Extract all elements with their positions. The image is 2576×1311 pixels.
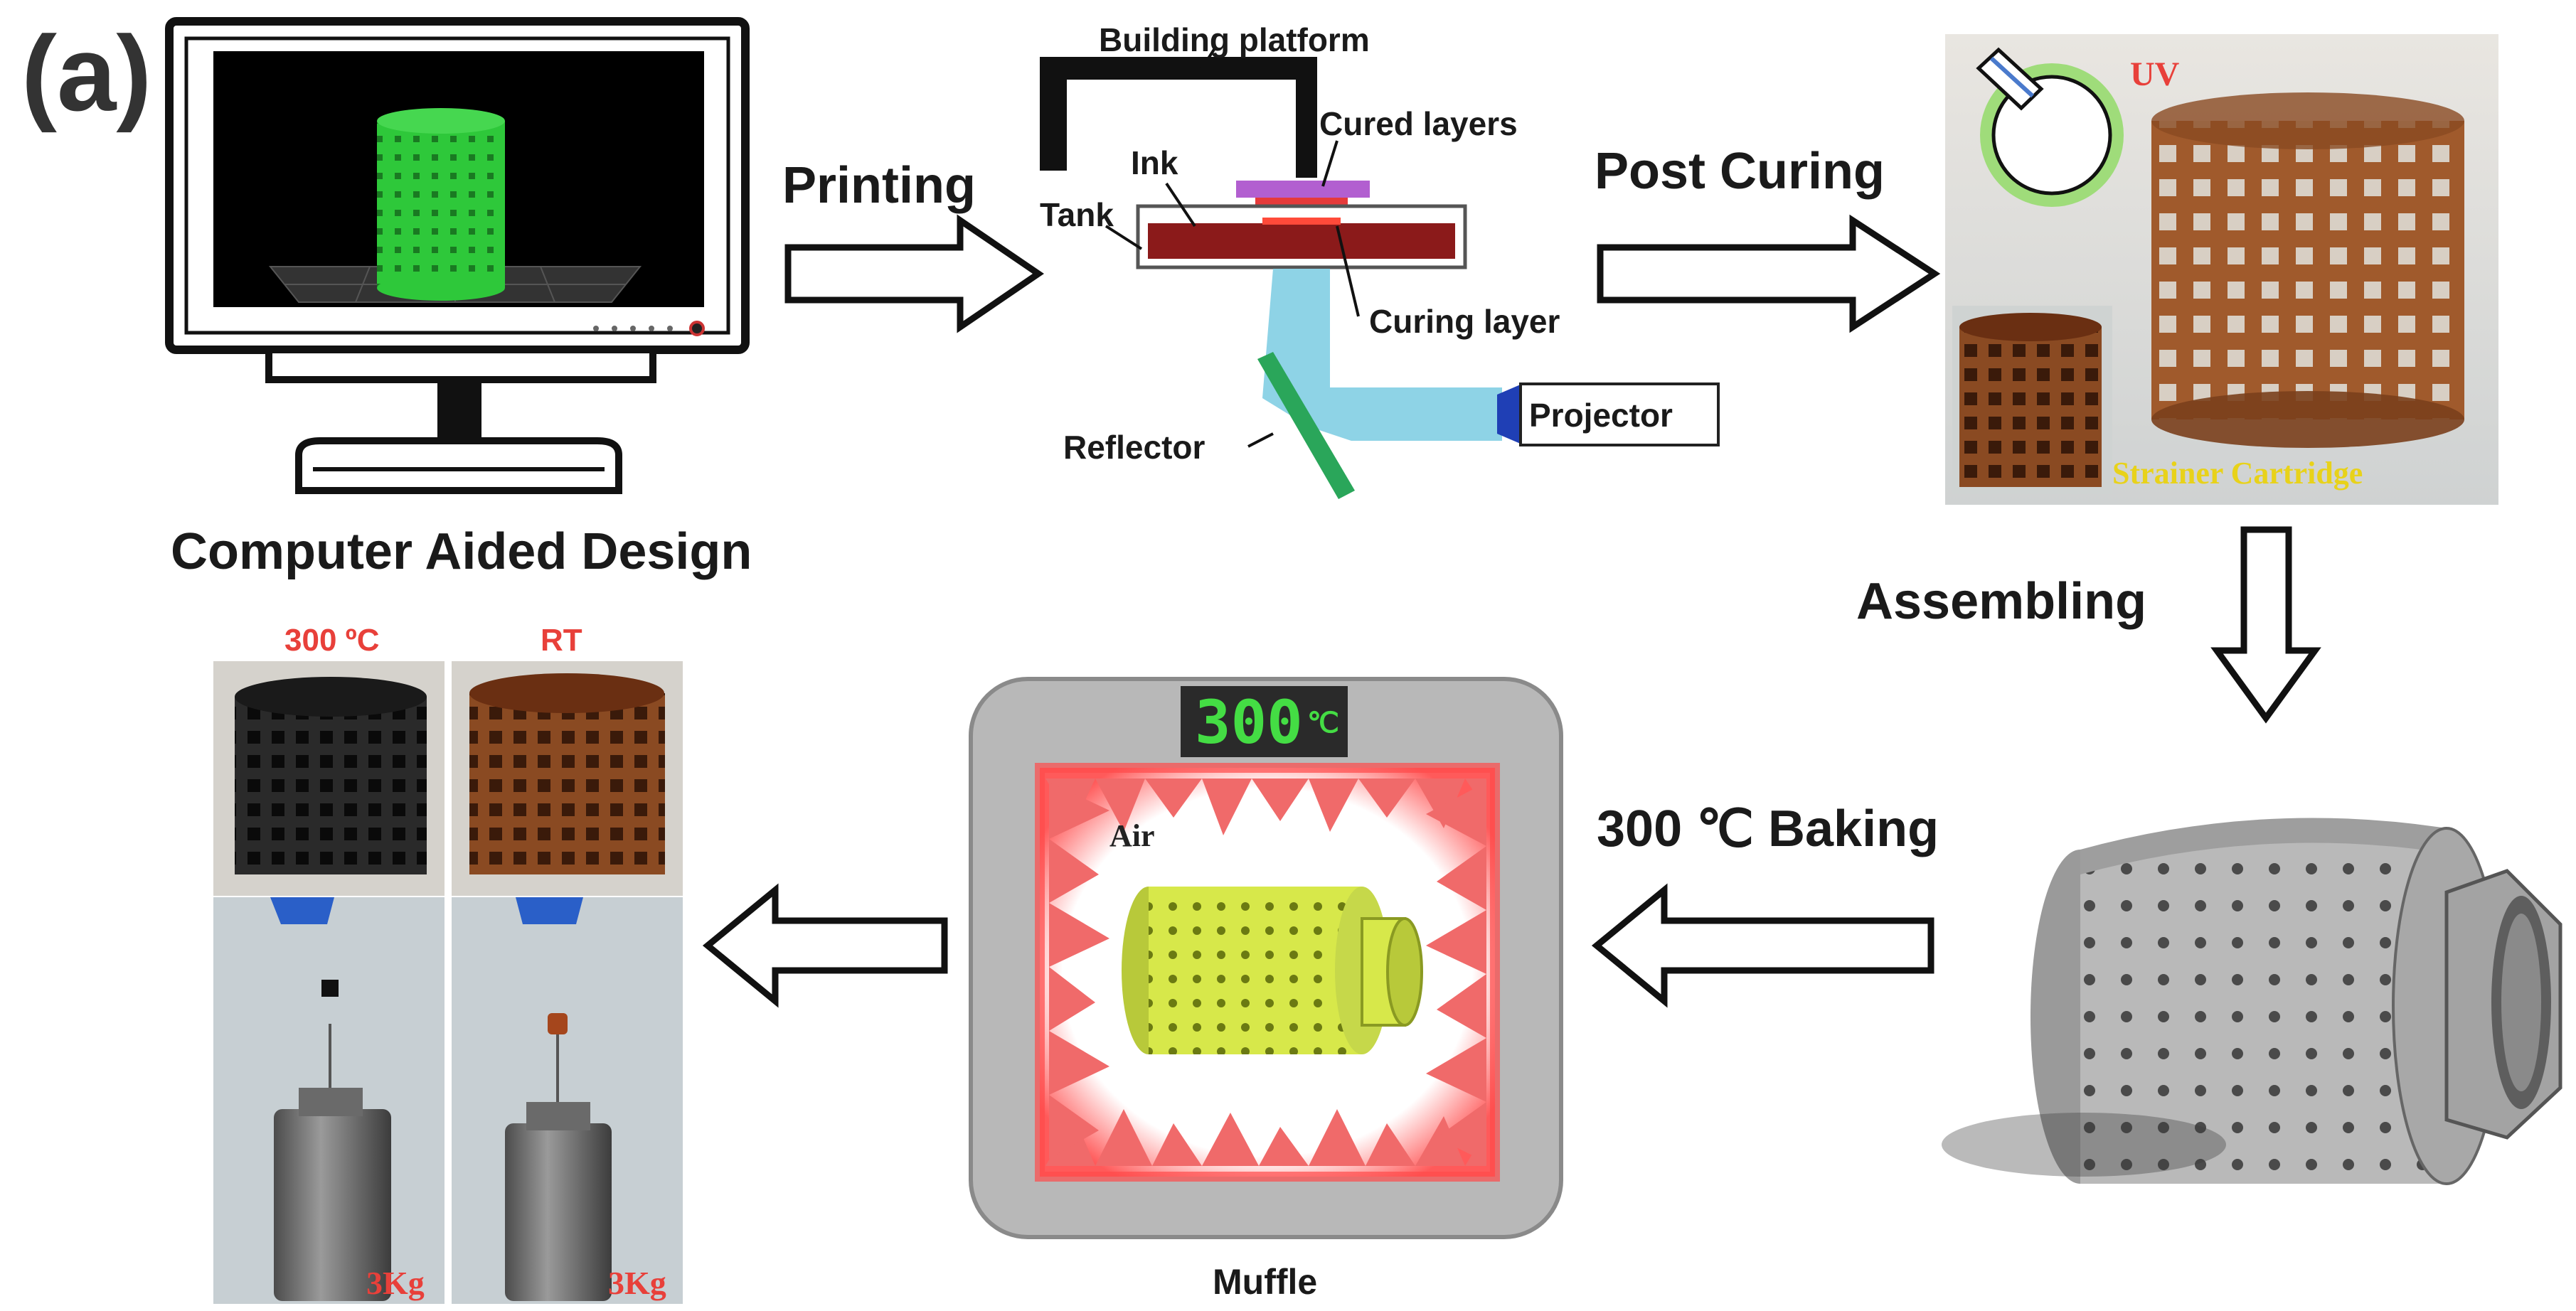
label-curing-layer: Curing layer [1369,303,1560,340]
projector-lens [1497,384,1522,444]
large-cartridge [2151,92,2464,448]
step-post-curing: Post Curing [1595,143,1885,200]
label-ink: Ink [1131,144,1178,181]
step-baking: 300 ℃ Baking [1597,801,1939,857]
post-curing-caption: Strainer Cartridge [2112,456,2363,491]
arrow-post-curing [1597,214,1941,333]
monitor-buttons [593,321,705,336]
ink [1148,223,1455,259]
filter-model-yellow [1122,887,1423,1054]
monitor-base [295,437,622,494]
reflector [1257,352,1355,499]
projector [1519,382,1720,446]
step-assembling: Assembling [1856,573,2146,630]
temperature-unit: ℃ [1307,707,1339,739]
cad-caption: Computer Aided Design [171,523,752,580]
light-beam [1262,269,1502,441]
cad-monitor [165,17,750,494]
rt-cartridge [469,693,665,874]
post-curing-photo: UV Strainer Cartridge [1945,34,2498,505]
arrow-assembling [2210,526,2321,724]
label-projector: Projector [1529,397,1673,434]
test-left-weight: 3Kg [366,1265,425,1301]
test-left-title: 300 ºC [284,623,379,658]
muffle-caption: Muffle [1213,1262,1317,1302]
uv-label: UV [2130,55,2180,93]
cad-cylinder-model [377,108,505,301]
baked-cartridge [235,697,427,874]
test-right-title: RT [541,623,582,658]
small-cartridge [1952,306,2112,494]
temperature-value: 300 [1195,687,1303,757]
label-tank: Tank [1040,196,1114,233]
test-photos: 300 ºC RT 3Kg 3Kg [213,623,683,1304]
air-label: Air [1109,818,1155,853]
panel-label: (a) [21,14,151,133]
label-cured-layers: Cured layers [1319,105,1518,142]
step-printing: Printing [782,157,976,214]
weight-left [274,1109,391,1301]
arrow-printing [784,214,1044,333]
label-building-platform: Building platform [1099,21,1370,58]
muffle-furnace: 300 ℃ Air [969,677,1563,1239]
arrow-baking [1591,883,1934,1008]
assembled-filter-render [1942,818,2562,1185]
temperature-display [1181,686,1348,757]
printer-schematic: Building platform Cured layers Ink Tank … [1040,21,1720,499]
uv-bulb-icon [1976,47,2124,207]
arrow-testing [702,883,948,1008]
flames [1045,778,1486,1166]
test-right-weight: 3Kg [608,1265,666,1301]
cured-layers [1236,181,1370,198]
label-reflector: Reflector [1063,429,1205,466]
weight-right [505,1123,612,1301]
